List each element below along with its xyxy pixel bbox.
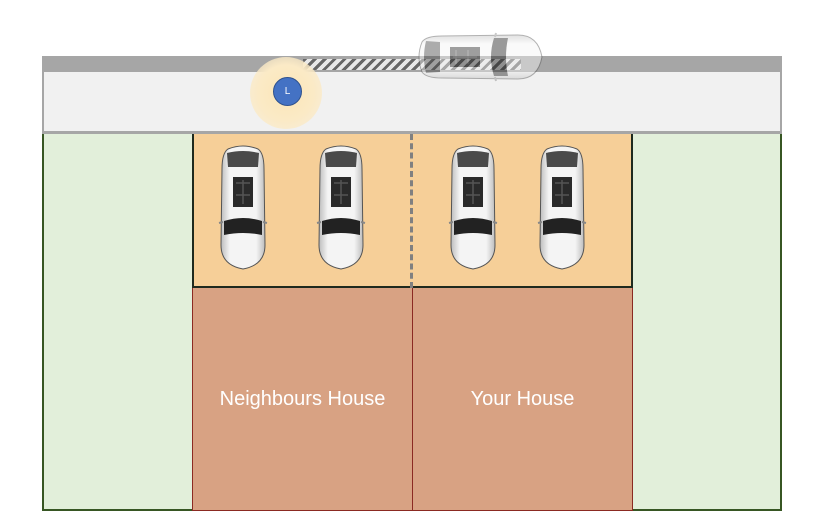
car-icon — [218, 145, 268, 271]
your-house: Your House — [412, 288, 633, 511]
garden-right — [632, 134, 782, 511]
driveway-divider-line — [410, 134, 413, 288]
neighbours-house-label: Neighbours House — [219, 387, 386, 410]
location-marker-icon[interactable]: L — [273, 77, 302, 106]
garden-left — [42, 134, 193, 511]
marker-label: L — [284, 86, 291, 97]
road — [42, 72, 782, 134]
passing-car-icon — [418, 32, 543, 82]
car-icon — [316, 145, 366, 271]
car-icon — [537, 145, 587, 271]
your-house-label: Your House — [470, 387, 575, 410]
no-parking-hatch-zone — [303, 59, 521, 70]
car-icon — [448, 145, 498, 271]
neighbours-house: Neighbours House — [192, 288, 413, 511]
